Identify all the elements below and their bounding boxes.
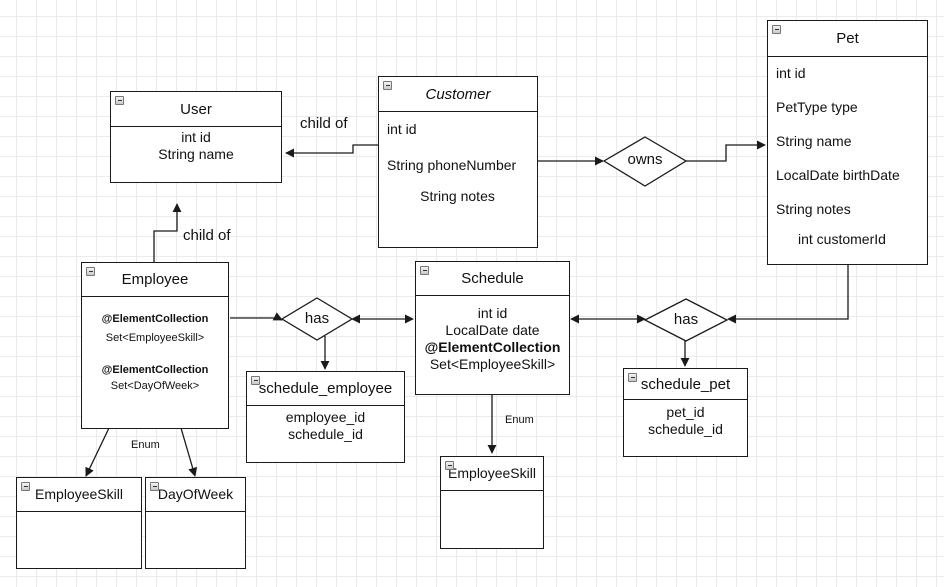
employee-skill-left-entity[interactable]: EmployeeSkill xyxy=(16,477,142,569)
day-of-week-header: DayOfWeek xyxy=(146,478,245,512)
pet-field: LocalDate birthDate xyxy=(776,167,900,183)
employee-user-edge xyxy=(153,203,182,262)
pet-entity[interactable]: Pet int id PetType type String name Loca… xyxy=(767,20,928,265)
customer-field: String phoneNumber xyxy=(387,157,517,173)
day-of-week-entity[interactable]: DayOfWeek xyxy=(145,477,246,569)
schedule-enum-label: Enum xyxy=(505,414,534,426)
collapse-icon[interactable] xyxy=(628,373,637,382)
collapse-icon[interactable] xyxy=(251,376,260,385)
schedule-title: Schedule xyxy=(461,270,524,287)
schedule-employee-entity[interactable]: schedule_employee employee_id schedule_i… xyxy=(246,371,405,463)
user-field: int id xyxy=(181,129,211,145)
customer-child-of-label: child of xyxy=(300,115,348,132)
customer-user-edge xyxy=(285,144,378,158)
user-header: User xyxy=(111,92,281,127)
customer-field: int id xyxy=(387,121,417,137)
collapse-icon[interactable] xyxy=(772,25,781,34)
schedule-employee-title: schedule_employee xyxy=(258,380,393,397)
collapse-icon[interactable] xyxy=(115,96,124,105)
collapse-icon[interactable] xyxy=(445,461,454,470)
employee-skill-bottom-title: EmployeeSkill xyxy=(448,465,536,481)
customer-title: Customer xyxy=(425,85,491,103)
schedule-field: Set<EmployeeSkill> xyxy=(429,356,556,372)
owns-pet-edge xyxy=(686,140,766,162)
pet-field: PetType type xyxy=(776,99,858,115)
owns-label: owns xyxy=(627,151,663,168)
employee-field: Set<DayOfWeek> xyxy=(110,380,200,392)
employee-enum-label: Enum xyxy=(131,439,160,451)
employee-header: Employee xyxy=(82,263,228,297)
has-left-label: has xyxy=(304,310,330,327)
customer-field: String notes xyxy=(420,188,495,204)
employee-annotation: @ElementCollection xyxy=(101,364,209,376)
has-right-label: has xyxy=(673,311,699,328)
schedule-employee-field: employee_id xyxy=(285,409,366,425)
schedule-pet-field: pet_id xyxy=(666,404,705,420)
customer-entity[interactable]: Customer int id String phoneNumber Strin… xyxy=(378,76,538,248)
user-field: String name xyxy=(158,146,234,162)
employee-dayofweek-edge xyxy=(180,427,198,477)
collapse-icon[interactable] xyxy=(383,81,392,90)
pet-field: String notes xyxy=(776,201,851,217)
employee-entity[interactable]: Employee @ElementCollection Set<Employee… xyxy=(81,262,229,429)
collapse-icon[interactable] xyxy=(150,482,159,491)
employee-skill-bottom-entity[interactable]: EmployeeSkill xyxy=(440,456,544,549)
schedule-employee-field: schedule_id xyxy=(288,426,363,442)
customer-header: Customer xyxy=(379,77,537,112)
schedule-header: Schedule xyxy=(416,262,569,296)
employee-annotation: @ElementCollection xyxy=(101,313,209,325)
employee-field: Set<EmployeeSkill> xyxy=(105,332,205,344)
employee-skill-bottom-header: EmployeeSkill xyxy=(441,457,543,491)
pet-header: Pet xyxy=(768,21,927,57)
employee-skill-left-title: EmployeeSkill xyxy=(35,486,123,502)
schedule-field: LocalDate date xyxy=(445,322,540,338)
schedule-annotation: @ElementCollection xyxy=(424,339,561,355)
schedule-pet-header: schedule_pet xyxy=(624,369,747,400)
employee-employeeskill-edge xyxy=(85,427,110,477)
pet-field: String name xyxy=(776,133,852,149)
collapse-icon[interactable] xyxy=(21,482,30,491)
user-title: User xyxy=(180,100,212,118)
employee-child-of-label: child of xyxy=(183,227,231,244)
schedule-pet-title: schedule_pet xyxy=(640,375,731,393)
schedule-entity[interactable]: Schedule int id LocalDate date @ElementC… xyxy=(415,261,570,395)
pet-field: int customerId xyxy=(798,231,886,247)
pet-field: int id xyxy=(776,65,806,81)
day-of-week-title: DayOfWeek xyxy=(157,486,234,502)
employee-skill-left-header: EmployeeSkill xyxy=(17,478,141,512)
employee-has-edge xyxy=(230,312,283,321)
schedule-pet-entity[interactable]: schedule_pet pet_id schedule_id xyxy=(623,368,748,457)
collapse-icon[interactable] xyxy=(86,267,95,276)
collapse-icon[interactable] xyxy=(420,266,429,275)
schedule-pet-field: schedule_id xyxy=(648,421,723,437)
user-entity[interactable]: User int id String name xyxy=(110,91,282,183)
pet-title: Pet xyxy=(836,30,859,47)
employee-title: Employee xyxy=(121,271,189,288)
schedule-field: int id xyxy=(477,305,508,321)
schedule-employee-header: schedule_employee xyxy=(247,372,404,406)
pet-has-edge xyxy=(727,265,849,324)
